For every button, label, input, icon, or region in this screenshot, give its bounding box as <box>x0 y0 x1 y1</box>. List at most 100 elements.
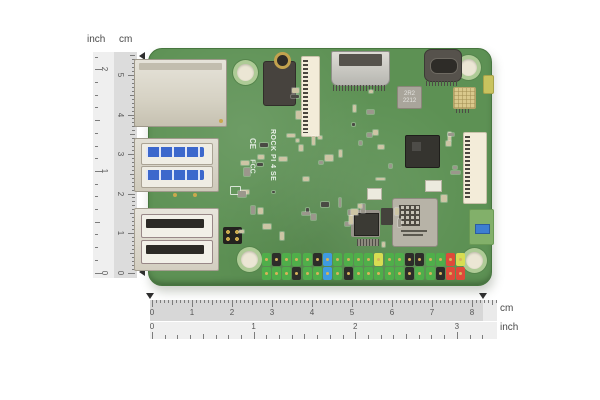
gpio-pin <box>364 267 373 280</box>
smd-component <box>296 111 302 119</box>
inch-tick <box>95 272 102 274</box>
gpio-pin <box>394 267 404 280</box>
cm-tick <box>132 110 135 112</box>
horizontal-ruler-inch-band <box>150 322 497 339</box>
smd-component <box>398 218 401 227</box>
inch-tick <box>393 335 395 339</box>
cm-tick <box>464 300 465 303</box>
inch-tick <box>431 335 433 339</box>
gpio-pin <box>323 267 332 280</box>
inch-tick <box>304 334 306 339</box>
smd-component <box>395 207 400 215</box>
cm-tick <box>132 264 135 266</box>
smd-component <box>338 198 342 207</box>
board-left-edge-marker-icon <box>146 293 154 299</box>
inch-tick <box>228 335 230 339</box>
inch-tick <box>253 332 255 339</box>
cm-tick <box>132 221 135 223</box>
inch-tick <box>444 335 446 339</box>
cm-tick <box>300 300 301 303</box>
inch-tick <box>202 334 204 339</box>
gpio-pin <box>456 267 466 280</box>
cm-tick-number: 1 <box>189 308 195 317</box>
smd-component <box>348 210 353 215</box>
smd-component <box>250 206 255 214</box>
cm-tick <box>240 300 241 303</box>
cm-tick-number: 4 <box>309 308 315 317</box>
cm-tick <box>132 201 135 203</box>
smd-component <box>388 164 393 168</box>
cm-tick <box>232 300 233 307</box>
vertical-ruler-inch-band <box>93 52 114 278</box>
cm-tick <box>132 268 135 270</box>
cm-tick <box>188 300 189 303</box>
inch-tick <box>95 158 98 160</box>
mounting-hole <box>466 252 483 269</box>
cm-tick <box>336 300 337 303</box>
smd-component <box>241 160 250 166</box>
cm-tick <box>272 300 273 307</box>
cm-tick <box>130 55 135 57</box>
cm-tick <box>460 300 461 303</box>
smd-component <box>339 149 343 157</box>
cm-tick <box>156 300 157 303</box>
cm-tick <box>132 165 135 167</box>
gpio-pin <box>374 253 384 266</box>
gpio-pin <box>312 253 322 266</box>
inch-tick <box>95 234 98 236</box>
edge-component <box>483 75 494 94</box>
gpio-pin <box>446 267 455 280</box>
cm-tick-number: 2 <box>229 308 235 317</box>
gpio-pin <box>312 267 322 280</box>
cm-tick <box>404 300 405 303</box>
cm-tick <box>132 185 135 187</box>
gpio-pin <box>292 253 302 266</box>
board-top-edge-marker-icon <box>139 52 145 60</box>
inch-tick <box>95 107 98 109</box>
usb3-slot <box>141 143 213 165</box>
smd-component <box>317 135 322 139</box>
gpio-pin <box>384 267 394 280</box>
board-right-edge-marker-icon <box>479 293 487 299</box>
cm-tick-number: 8 <box>469 308 475 317</box>
cm-tick <box>132 189 135 191</box>
gpio-pin <box>435 253 445 266</box>
smd-component <box>291 94 299 98</box>
cm-tick <box>472 300 473 307</box>
smd-component <box>257 208 263 215</box>
cm-tick <box>364 300 365 303</box>
smd-component <box>299 144 304 151</box>
cm-tick <box>200 300 201 303</box>
cm-tick <box>384 300 385 303</box>
cm-tick <box>132 209 135 211</box>
cm-tick <box>132 150 135 152</box>
hdmi-port <box>331 51 390 86</box>
cm-tick <box>436 300 437 303</box>
mounting-hole <box>241 251 258 268</box>
board-bottom-edge-marker-icon <box>139 268 145 276</box>
horizontal-ruler-cm-band-extension <box>483 300 497 321</box>
cm-tick-number: 3 <box>269 308 275 317</box>
vertical-ruler-cm-band <box>114 52 137 278</box>
inch-tick <box>95 170 102 172</box>
crystal-oscillator <box>425 180 442 192</box>
cm-tick <box>208 300 209 303</box>
inch-tick <box>95 221 100 223</box>
gpio-pin <box>364 253 373 266</box>
soc-chip <box>405 135 440 168</box>
cm-tick <box>440 300 441 303</box>
inch-tick-number: 2 <box>100 67 109 72</box>
vertical-ruler-inch-unit-label: inch <box>87 34 106 45</box>
cm-tick <box>320 300 321 303</box>
cm-tick <box>132 90 135 92</box>
cm-tick-number: 1 <box>116 230 125 236</box>
smd-component <box>244 168 251 176</box>
smd-component <box>447 132 451 142</box>
cm-tick <box>192 300 193 307</box>
cm-tick <box>304 300 305 303</box>
inch-tick <box>95 259 98 261</box>
cm-tick <box>352 300 353 307</box>
horizontal-ruler-inch-unit-label: inch <box>500 322 519 333</box>
inch-tick <box>95 120 100 122</box>
